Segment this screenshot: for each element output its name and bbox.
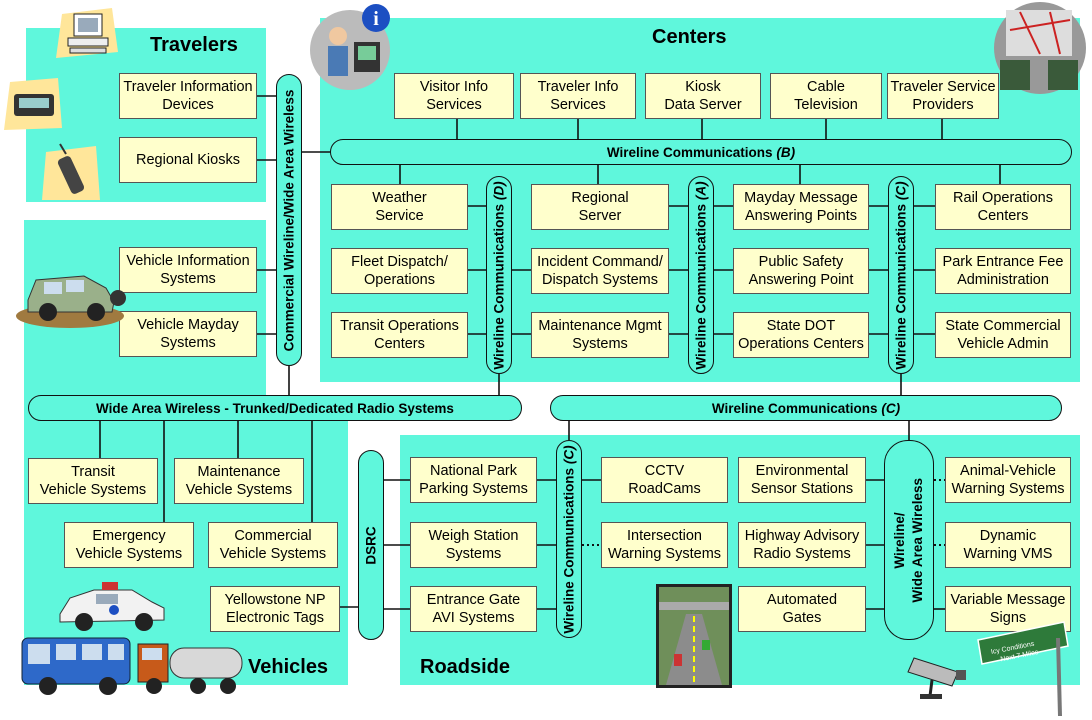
tanker-truck-icon: [137, 643, 243, 694]
weather-service-box: Weather Service: [331, 184, 468, 230]
wide-area-wireless-bus: Wide Area Wireless - Trunked/Dedicated R…: [28, 395, 522, 421]
traveler-service-providers-box: Traveler Service Providers: [887, 73, 999, 119]
highway-camera-view-icon: [656, 584, 732, 688]
mayday-message-answering-points-box: Mayday Message Answering Points: [733, 184, 869, 230]
dynamic-warning-vms-box: Dynamic Warning VMS: [945, 522, 1071, 568]
traveler-info-services-box: Traveler Info Services: [520, 73, 636, 119]
transit-bus-icon: [21, 637, 131, 695]
wireline-d-label: Wireline Communications (D): [491, 180, 507, 370]
park-entrance-fee-admin-box: Park Entrance Fee Administration: [935, 248, 1071, 294]
wireline-c-horizontal-bus: Wireline Communications (C): [550, 395, 1062, 421]
vehicle-mayday-systems-box: Vehicle Mayday Systems: [119, 311, 257, 357]
incident-command-dispatch-box: Incident Command/ Dispatch Systems: [531, 248, 669, 294]
emergency-vehicle-systems-box: Emergency Vehicle Systems: [64, 522, 194, 568]
commercial-wireline-wide-area-bus: Commercial Wireline/Wide Area Wireless: [276, 74, 302, 366]
maintenance-mgmt-systems-box: Maintenance Mgmt Systems: [531, 312, 669, 358]
wireline-wide-area-wireless-label: Wireline/ Wide Area Wireless: [892, 477, 925, 603]
cell-phone-icon: [42, 143, 100, 200]
weigh-station-systems-box: Weigh Station Systems: [410, 522, 537, 568]
fleet-dispatch-operations-box: Fleet Dispatch/ Operations: [331, 248, 468, 294]
animal-vehicle-warning-systems-box: Animal-Vehicle Warning Systems: [945, 457, 1071, 503]
centers-title: Centers: [652, 26, 727, 48]
transit-vehicle-systems-box: Transit Vehicle Systems: [28, 458, 158, 504]
commercial-vehicle-systems-box: Commercial Vehicle Systems: [208, 522, 338, 568]
wireline-b-bus: Wireline Communications (B): [330, 139, 1072, 165]
public-safety-answering-point-box: Public Safety Answering Point: [733, 248, 869, 294]
wireline-c-roadside-bus: Wireline Communications (C): [556, 440, 582, 638]
wireline-d-bus: Wireline Communications (D): [486, 176, 512, 374]
traveler-information-devices-box: Traveler Information Devices: [119, 73, 257, 119]
commercial-wireline-wide-area-label: Commercial Wireline/Wide Area Wireless: [281, 89, 297, 351]
highway-advisory-radio-systems-box: Highway Advisory Radio Systems: [738, 522, 866, 568]
traffic-control-room-icon: [994, 2, 1086, 94]
state-commercial-vehicle-admin-box: State Commercial Vehicle Admin: [935, 312, 1071, 358]
regional-kiosks-box: Regional Kiosks: [119, 137, 257, 183]
wireline-c-horizontal-label: Wireline Communications (C): [711, 400, 901, 416]
vehicles-title: Vehicles: [248, 656, 329, 678]
environmental-sensor-stations-box: Environmental Sensor Stations: [738, 457, 866, 503]
automated-gates-box: Automated Gates: [738, 586, 866, 632]
kiosk-data-server-box: Kiosk Data Server: [645, 73, 761, 119]
intersection-warning-systems-box: Intersection Warning Systems: [601, 522, 728, 568]
cable-television-box: Cable Television: [770, 73, 882, 119]
travelers-title: Travelers: [150, 34, 238, 56]
police-car-icon: [59, 582, 165, 631]
state-dot-operations-centers-box: State DOT Operations Centers: [733, 312, 869, 358]
wireline-c-center-bus: Wireline Communications (C): [888, 176, 914, 374]
wireline-c-roadside-label: Wireline Communications (C): [561, 444, 577, 634]
desktop-computer-icon: [56, 8, 118, 58]
wireline-wide-area-wireless-bus: Wireline/ Wide Area Wireless: [884, 440, 934, 640]
roadside-title: Roadside: [420, 656, 511, 678]
dsrc-bus: DSRC: [358, 450, 384, 640]
wireline-a-label: Wireline Communications (A): [693, 180, 709, 370]
wide-area-wireless-label: Wide Area Wireless - Trunked/Dedicated R…: [96, 400, 454, 416]
transit-operations-centers-box: Transit Operations Centers: [331, 312, 468, 358]
cctv-roadcams-box: CCTV RoadCams: [601, 457, 728, 503]
dsrc-label: DSRC: [363, 525, 379, 565]
wireline-c-center-label: Wireline Communications (C): [893, 180, 909, 370]
vehicle-information-systems-box: Vehicle Information Systems: [119, 247, 257, 293]
visitor-info-services-box: Visitor Info Services: [394, 73, 514, 119]
regional-server-box: Regional Server: [531, 184, 669, 230]
suv-icon: [16, 275, 126, 328]
wireline-a-bus: Wireline Communications (A): [688, 176, 714, 374]
rail-operations-centers-box: Rail Operations Centers: [935, 184, 1071, 230]
entrance-gate-avi-systems-box: Entrance Gate AVI Systems: [410, 586, 537, 632]
road-sign-icon: Icy Conditions Next 7 Miles: [977, 621, 1069, 717]
maintenance-vehicle-systems-box: Maintenance Vehicle Systems: [174, 458, 304, 504]
national-park-parking-systems-box: National Park Parking Systems: [410, 457, 537, 503]
svg-text:i: i: [373, 8, 379, 30]
cctv-camera-icon: [907, 657, 966, 699]
pager-icon: [4, 78, 62, 130]
wireline-b-label: Wireline Communications (B): [606, 144, 796, 160]
info-operator-icon: i: [310, 4, 390, 90]
yellowstone-np-electronic-tags-box: Yellowstone NP Electronic Tags: [210, 586, 340, 632]
